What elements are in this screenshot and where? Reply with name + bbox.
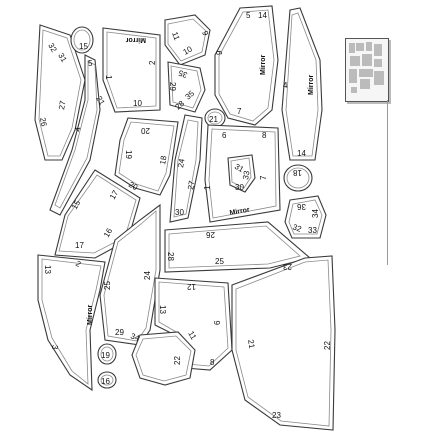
thumbnail-preview (349, 42, 384, 93)
piece-number: 9 (215, 50, 224, 55)
pattern-piece[interactable] (214, 5, 279, 126)
pattern-piece[interactable] (281, 7, 323, 161)
piece-number: 30 (235, 183, 244, 192)
piece-number: 1 (203, 185, 212, 190)
piece-number: 33 (241, 169, 252, 180)
piece-number: 22 (323, 341, 332, 350)
piece-number: 35 (177, 68, 189, 80)
piece-number: 4 (73, 126, 83, 132)
pattern-piece[interactable] (167, 61, 206, 113)
piece-number: 25 (215, 257, 224, 266)
piece-number: 29 (115, 328, 124, 337)
pattern-piece[interactable] (97, 343, 117, 365)
piece-number: 18 (158, 154, 169, 165)
pattern-piece[interactable] (49, 54, 101, 216)
piece-number: 10 (133, 99, 142, 108)
pattern-piece[interactable] (284, 195, 327, 239)
pattern-piece[interactable] (37, 254, 106, 392)
piece-number: 9 (200, 30, 210, 38)
mirror-label: Mirror (87, 305, 94, 326)
piece-number: 36 (297, 202, 306, 211)
pattern-piece[interactable] (114, 117, 179, 196)
piece-number: 14 (297, 149, 306, 158)
piece-number: 18 (293, 168, 302, 177)
piece-number: 22 (173, 356, 182, 365)
piece-number: 21 (246, 339, 257, 350)
piece-number: 33 (308, 226, 317, 235)
piece-number: 2 (148, 60, 157, 65)
pattern-piece[interactable] (131, 331, 196, 386)
piece-number: 32 (291, 222, 303, 234)
piece-number: 28 (166, 252, 175, 261)
piece-number: 30 (175, 208, 184, 217)
piece-number: 15 (79, 42, 88, 51)
piece-number: 13 (43, 265, 52, 274)
pattern-piece[interactable] (283, 164, 313, 192)
piece-number: 19 (124, 150, 133, 159)
pattern-piece[interactable] (164, 14, 211, 66)
piece-number: 13 (158, 305, 167, 314)
piece-number: 4 (283, 81, 288, 90)
piece-number: 20 (141, 126, 150, 135)
piece-number: 26 (38, 117, 49, 128)
mirror-label: Mirror (308, 75, 315, 96)
piece-number: 24 (143, 271, 152, 280)
piece-number: 27 (186, 179, 197, 190)
piece-number: 8 (210, 358, 215, 367)
piece-number: 25 (103, 281, 112, 290)
piece-number: 16 (101, 377, 110, 386)
mirror-label: Mirror (260, 55, 267, 76)
piece-number: 7 (259, 175, 268, 180)
piece-number: 6 (213, 320, 222, 325)
sheet-thumbnail[interactable] (345, 38, 389, 102)
pattern-piece[interactable] (204, 108, 226, 128)
pattern-piece[interactable] (169, 114, 203, 223)
piece-number: 11 (170, 31, 181, 42)
piece-number: 1 (104, 75, 113, 80)
piece-number: 19 (101, 351, 110, 360)
pattern-piece[interactable] (54, 169, 141, 259)
piece-number: 8 (262, 131, 267, 140)
piece-number: 3 (50, 345, 59, 350)
piece-number: 7 (237, 107, 242, 116)
piece-number: 34 (129, 331, 141, 343)
piece-number: 34 (311, 209, 320, 218)
piece-number: 6 (222, 131, 227, 140)
piece-number: 23 (272, 411, 281, 420)
piece-number: 29 (168, 82, 177, 91)
mirror-label: Mirror (229, 207, 250, 217)
mirror-label: Mirror (126, 36, 147, 43)
pattern-piece[interactable] (102, 27, 161, 113)
pattern-piece[interactable] (227, 154, 256, 193)
pattern-piece[interactable] (97, 371, 117, 389)
piece-number: 5 (88, 59, 93, 68)
pattern-piece[interactable] (154, 277, 233, 371)
divider-line (387, 100, 388, 265)
piece-number: 5 (246, 11, 251, 20)
piece-number: 17 (75, 241, 84, 250)
pattern-piece[interactable] (70, 26, 94, 54)
piece-number: 12 (187, 282, 196, 291)
piece-number: 27 (57, 99, 68, 110)
piece-number: 2 (74, 259, 83, 269)
pattern-piece[interactable] (99, 203, 161, 346)
piece-number: 14 (258, 11, 267, 20)
piece-number: 24 (176, 157, 187, 168)
pattern-piece[interactable] (231, 255, 336, 431)
piece-number: 23 (283, 262, 292, 271)
piece-number: 26 (206, 230, 215, 239)
piece-number: 21 (209, 115, 218, 124)
